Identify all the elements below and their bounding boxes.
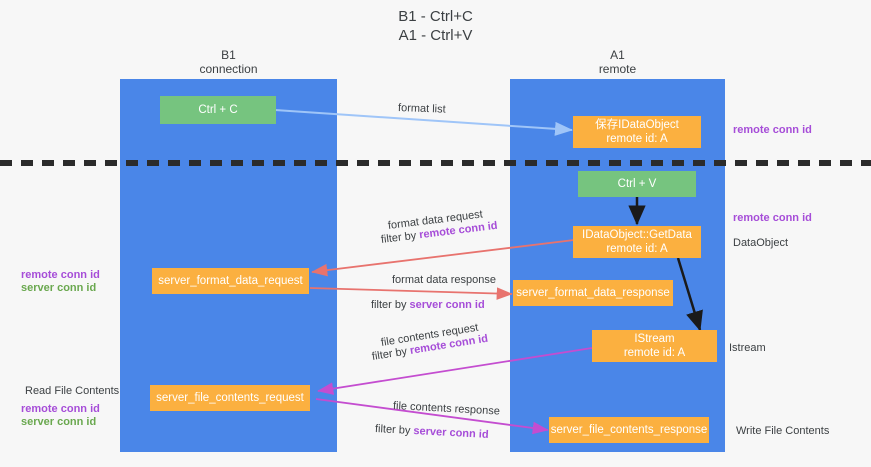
edge-label-format-data-response-text: format data response [392, 274, 496, 286]
edge-label-file-contents-response: file contents response [393, 399, 501, 419]
edge-filter-file-contents-response-key: server conn id [413, 425, 489, 441]
node-istream[interactable]: IStream remote id: A [592, 330, 717, 362]
annotation-istream: Istream [729, 342, 766, 354]
node-save-idataobject[interactable]: 保存IDataObject remote id: A [573, 116, 701, 148]
node-server-format-data-response[interactable]: server_format_data_response [513, 280, 673, 306]
node-istream-line2: remote id: A [623, 347, 686, 359]
node-server-file-contents-response-label: server_file_contents_response [550, 424, 708, 436]
node-server-file-contents-response[interactable]: server_file_contents_response [549, 417, 709, 443]
lane-header-b1-role: connection [199, 62, 258, 76]
title-line-2: A1 - Ctrl+V [398, 27, 473, 44]
annotation-remote-conn-id-top: remote conn id [733, 124, 812, 136]
node-idataobject-getdata-line1: IDataObject::GetData [582, 229, 692, 241]
annotation-left-server-conn-id-mid: server conn id [21, 282, 97, 294]
node-server-format-data-response-label: server_format_data_response [516, 287, 670, 299]
edge-filter-format-data-response-prefix: filter by [371, 299, 410, 311]
edge-label-format-list: format list [398, 101, 446, 117]
node-ctrl-c[interactable]: Ctrl + C [160, 96, 276, 124]
edge-filter-file-contents-response: filter by server conn id [375, 422, 489, 442]
title-line-1: B1 - Ctrl+C [398, 8, 473, 25]
annotation-dataobject: DataObject [733, 237, 789, 249]
edge-label-format-list-text: format list [397, 102, 446, 116]
node-idataobject-getdata[interactable]: IDataObject::GetData remote id: A [573, 226, 701, 258]
node-idataobject-getdata-line2: remote id: A [606, 243, 668, 255]
edge-filter-format-data-response: filter by server conn id [371, 298, 485, 312]
annotation-write-file-contents: Write File Contents [736, 425, 830, 437]
node-ctrl-v[interactable]: Ctrl + V [578, 171, 696, 197]
annotation-left-remote-conn-id-mid: remote conn id [21, 269, 100, 281]
node-save-idataobject-line2: remote id: A [606, 133, 668, 145]
node-server-file-contents-request-label: server_file_contents_request [156, 392, 304, 404]
edge-filter-format-data-request-prefix: filter by [380, 229, 420, 246]
node-server-format-data-request-label: server_format_data_request [158, 275, 303, 287]
node-istream-line1: IStream [634, 333, 675, 345]
edge-label-format-data-response: format data response [392, 273, 496, 287]
lane-header-a1-role: remote [598, 62, 637, 76]
node-server-file-contents-request[interactable]: server_file_contents_request [150, 385, 310, 411]
diagram-title: B1 - Ctrl+C A1 - Ctrl+V [0, 7, 871, 45]
node-save-idataobject-line1: 保存IDataObject [595, 119, 679, 131]
annotation-left-remote-conn-id-bottom: remote conn id [21, 403, 100, 415]
node-ctrl-c-line1: Ctrl + C [198, 104, 238, 116]
lane-header-b1-name: B1 [221, 48, 236, 62]
node-ctrl-v-line1: Ctrl + V [617, 178, 657, 190]
annotation-read-file-contents: Read File Contents [25, 385, 120, 397]
edge-filter-file-contents-response-prefix: filter by [374, 423, 414, 438]
annotation-remote-conn-id-mid: remote conn id [733, 212, 812, 224]
edge-label-file-contents-response-text: file contents response [392, 400, 501, 418]
edge-filter-file-contents-request-prefix: filter by [371, 345, 411, 363]
lane-header-a1-name: A1 [610, 48, 625, 62]
node-server-format-data-request[interactable]: server_format_data_request [152, 268, 309, 294]
edge-filter-format-data-response-key: server conn id [409, 299, 485, 311]
annotation-left-server-conn-id-bottom: server conn id [21, 416, 97, 428]
lane-header-a1: A1 remote [510, 48, 725, 76]
lane-header-b1: B1 connection [120, 48, 337, 76]
edge-format-data-response [309, 287, 513, 300]
